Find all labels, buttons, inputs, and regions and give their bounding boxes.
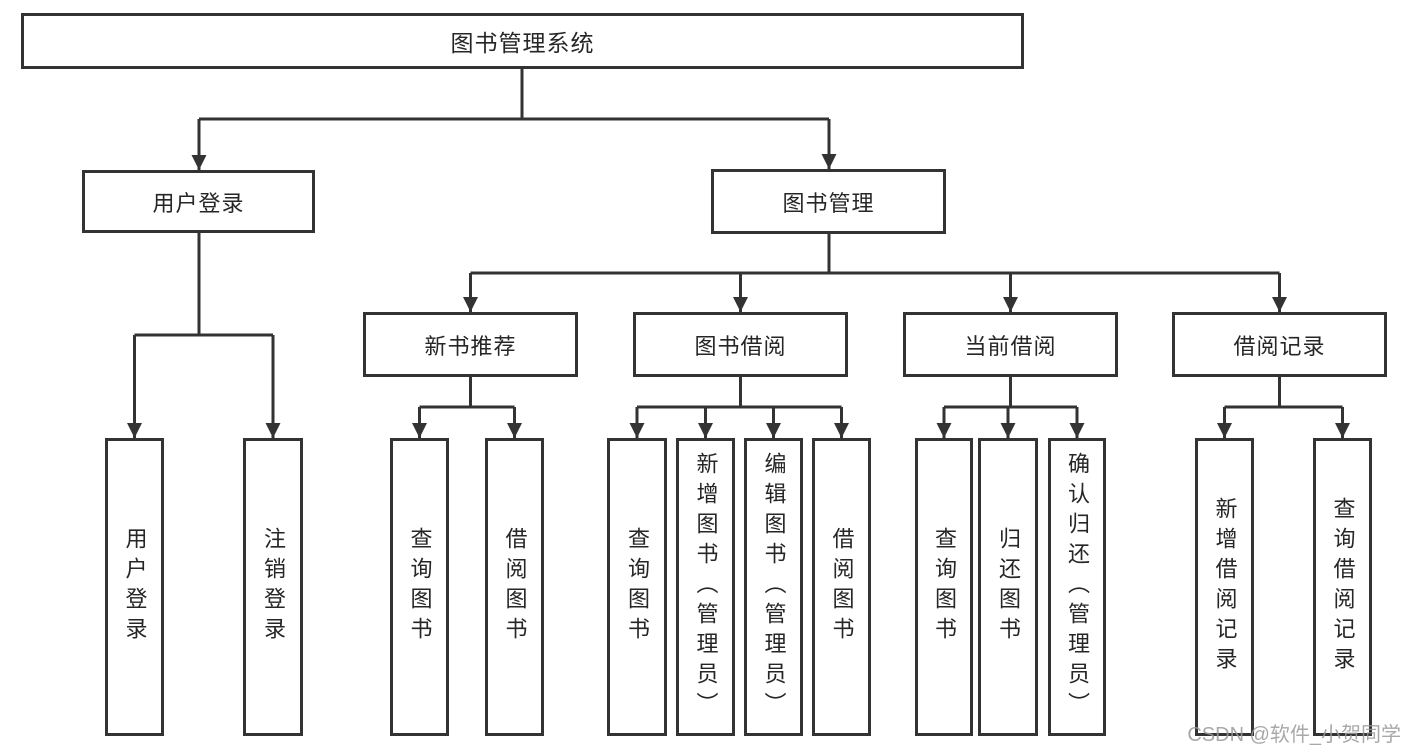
node-new-book-recommend: 新书推荐 xyxy=(363,312,578,377)
leaf-user-login: 用户登录 xyxy=(105,438,164,736)
leaf-add-borrow-record: 新增借阅记录 xyxy=(1195,438,1254,736)
leaf-query-borrow-record: 查询借阅记录 xyxy=(1313,438,1372,736)
leaf-query-book-recommend: 查询图书 xyxy=(390,438,449,736)
leaf-label: 确认归还（管理员） xyxy=(1065,452,1090,722)
leaf-confirm-return-admin: 确认归还（管理员） xyxy=(1048,438,1106,736)
leaf-label: 查询图书 xyxy=(932,527,957,647)
leaf-label: 新增图书（管理员） xyxy=(693,452,719,722)
leaf-edit-book-admin: 编辑图书（管理员） xyxy=(744,438,803,736)
leaf-query-book-current: 查询图书 xyxy=(915,438,973,736)
leaf-logout: 注销登录 xyxy=(243,438,303,736)
node-borrow-records: 借阅记录 xyxy=(1172,312,1387,377)
leaf-label: 注销登录 xyxy=(261,527,286,647)
node-system-root: 图书管理系统 xyxy=(21,13,1024,69)
leaf-label: 借阅图书 xyxy=(502,527,528,647)
leaf-borrow-book-recommend: 借阅图书 xyxy=(485,438,544,736)
node-user-login: 用户登录 xyxy=(82,170,315,233)
leaf-label: 用户登录 xyxy=(122,527,148,647)
leaf-label: 查询图书 xyxy=(625,527,650,647)
leaf-query-book-borrow: 查询图书 xyxy=(607,438,667,736)
leaf-add-book-admin: 新增图书（管理员） xyxy=(676,438,735,736)
leaf-label: 借阅图书 xyxy=(829,527,855,647)
node-book-management: 图书管理 xyxy=(711,169,946,234)
leaf-label: 查询图书 xyxy=(407,527,433,647)
leaf-return-book: 归还图书 xyxy=(978,438,1038,736)
node-book-borrow: 图书借阅 xyxy=(633,312,848,377)
csdn-watermark: CSDN @软件_小贺同学 xyxy=(1187,724,1401,746)
leaf-label: 归还图书 xyxy=(996,527,1021,647)
leaf-label: 查询借阅记录 xyxy=(1330,497,1356,677)
leaf-label: 编辑图书（管理员） xyxy=(761,452,787,722)
leaf-borrow-book: 借阅图书 xyxy=(812,438,871,736)
leaf-label: 新增借阅记录 xyxy=(1212,497,1238,677)
node-current-borrow: 当前借阅 xyxy=(903,312,1118,377)
